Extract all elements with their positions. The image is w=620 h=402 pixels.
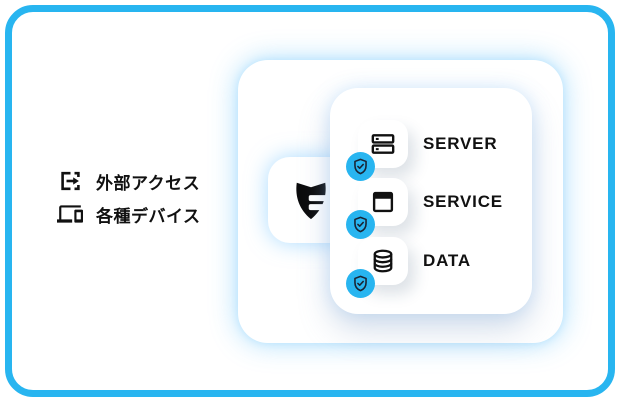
server-label: SERVER [423,134,498,153]
shield-logo [296,182,335,220]
shield-check-icon [354,275,367,292]
shield-check-icon [354,158,367,175]
protected-assets-card: SERVER SERVICE [330,88,532,314]
source-list: 外部アクセス 各種デバイス [57,169,201,226]
list-item-devices: 各種デバイス [57,202,201,226]
devices-icon [57,205,83,223]
data-label: DATA [423,251,471,270]
external-access-icon [61,171,80,191]
data-shield-badge [346,269,375,298]
service-label: SERVICE [423,192,503,211]
database-icon [373,249,393,273]
list-item-label: 外部アクセス [96,173,201,193]
server-shield-badge [346,152,375,181]
list-item-external-access: 外部アクセス [57,169,201,193]
service-shield-badge [346,210,375,239]
service-icon [372,191,394,213]
server-icon [371,134,395,154]
service-tile [358,178,408,226]
list-item-label: 各種デバイス [96,206,201,226]
shield-check-icon [354,216,367,233]
